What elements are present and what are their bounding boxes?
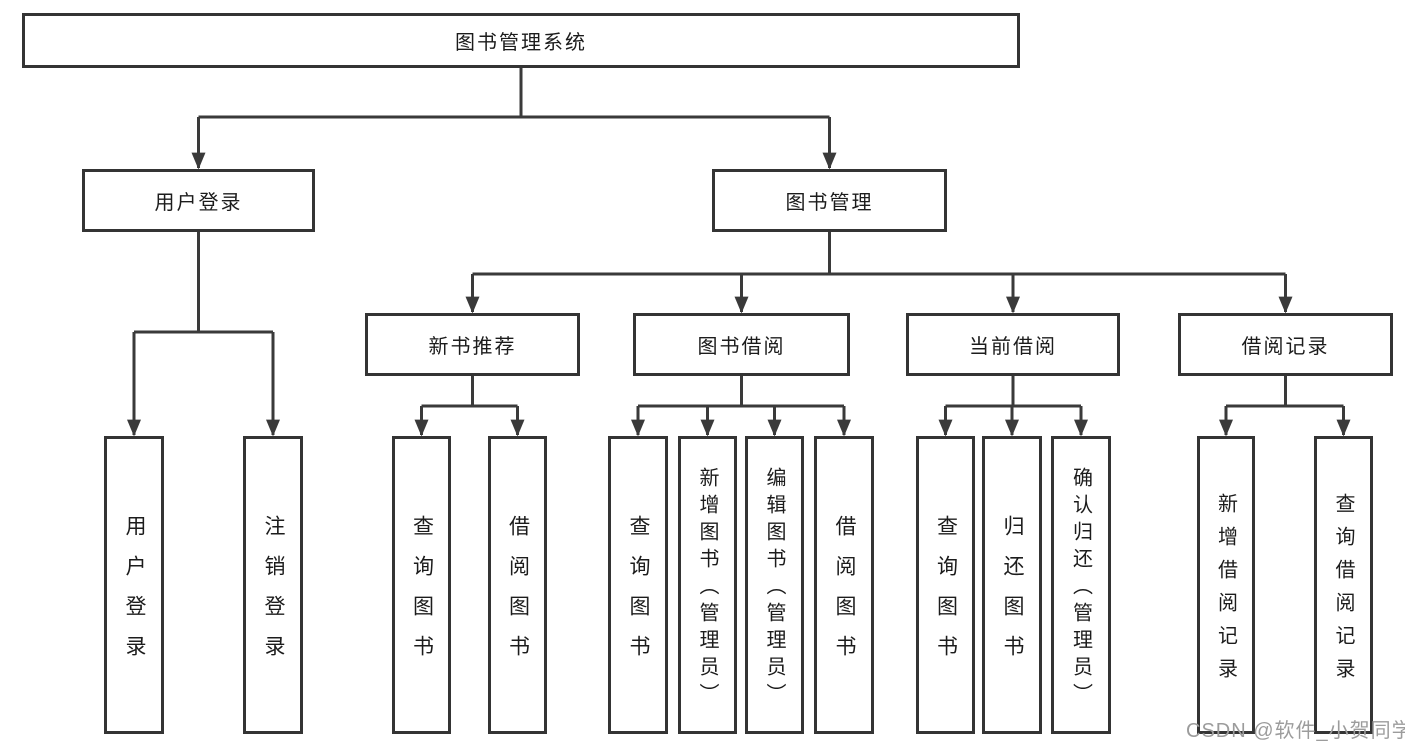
leaf-label: 借阅图书 (833, 514, 856, 675)
leaf-borrow-books-recommend: 借阅图书 (488, 436, 547, 734)
leaf-query-books-borrowing: 查询图书 (608, 436, 668, 734)
node-new-book-recommend: 新书推荐 (365, 313, 580, 376)
leaf-label: 确认归还（管理员） (1069, 467, 1092, 710)
node-book-management: 图书管理 (712, 169, 947, 232)
node-user-login: 用户登录 (82, 169, 315, 232)
leaf-label: 查询借阅记录 (1332, 492, 1354, 691)
node-root-library-management-system: 图书管理系统 (22, 13, 1020, 68)
leaf-label: 新增图书（管理员） (696, 467, 718, 710)
node-label: 当前借阅 (969, 336, 1057, 358)
leaf-label: 用户登录 (123, 514, 146, 675)
leaf-label: 查询图书 (410, 514, 434, 675)
leaf-label: 编辑图书（管理员） (763, 467, 785, 710)
leaf-user-login: 用户登录 (104, 436, 164, 734)
leaf-label: 查询图书 (627, 514, 650, 675)
leaf-add-books-admin: 新增图书（管理员） (678, 436, 737, 734)
node-label: 图书管理 (785, 192, 874, 214)
node-label: 新书推荐 (428, 336, 517, 358)
node-label: 借阅记录 (1241, 336, 1330, 358)
leaf-confirm-return-admin: 确认归还（管理员） (1051, 436, 1111, 734)
leaf-return-books: 归还图书 (982, 436, 1042, 734)
leaf-add-borrow-record: 新增借阅记录 (1197, 436, 1255, 734)
leaf-label: 新增借阅记录 (1214, 492, 1237, 691)
leaf-query-borrow-record: 查询借阅记录 (1314, 436, 1373, 734)
leaf-label: 查询图书 (934, 514, 958, 675)
node-label: 用户登录 (154, 192, 243, 214)
leaf-label: 归还图书 (1001, 514, 1024, 675)
node-label: 图书管理系统 (455, 32, 587, 54)
leaf-label: 注销登录 (262, 514, 285, 675)
csdn-watermark: CSDN @软件_小贺同学 (1186, 720, 1405, 742)
node-label: 图书借阅 (697, 336, 786, 358)
node-current-borrowing: 当前借阅 (906, 313, 1120, 376)
leaf-label: 借阅图书 (506, 514, 530, 675)
leaf-logout: 注销登录 (243, 436, 303, 734)
leaf-query-books-recommend: 查询图书 (392, 436, 451, 734)
node-borrowing-records: 借阅记录 (1178, 313, 1393, 376)
leaf-edit-books-admin: 编辑图书（管理员） (745, 436, 804, 734)
node-book-borrowing: 图书借阅 (633, 313, 850, 376)
leaf-borrow-books-borrowing: 借阅图书 (814, 436, 874, 734)
leaf-query-books-current: 查询图书 (916, 436, 975, 734)
